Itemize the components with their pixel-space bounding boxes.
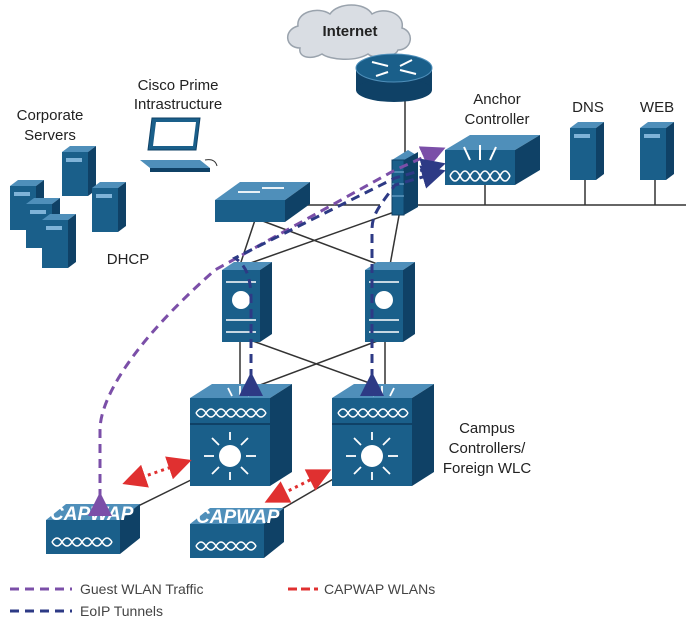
dns-label: DNS: [572, 99, 604, 116]
legend-eoip-label: EoIP Tunnels: [80, 603, 163, 619]
web-server: WEB: [640, 99, 674, 180]
server-icon: [42, 214, 76, 268]
legend-guest-label: Guest WLAN Traffic: [80, 581, 203, 597]
firewall-icon: [222, 262, 272, 342]
legend: Guest WLAN Traffic CAPWAP WLANs EoIP Tun…: [10, 581, 435, 619]
firewall-icon: [391, 150, 418, 216]
ap-label-left: CAPWAP: [50, 504, 134, 525]
corporate-label-line1: Corporate: [17, 107, 84, 124]
web-label: WEB: [640, 99, 674, 116]
legend-capwap-label: CAPWAP WLANs: [324, 581, 435, 597]
anchor-label-line2: Controller: [464, 111, 529, 128]
wlc-icon: [190, 384, 292, 486]
server-icon: [92, 182, 126, 232]
corporate-servers: Corporate Servers: [10, 107, 149, 268]
access-point-icon: CAPWAP: [46, 504, 140, 554]
server-icon: [640, 122, 674, 180]
internet-label: Internet: [322, 23, 377, 40]
capwap-lines: [122, 456, 332, 503]
ap-label-right: CAPWAP: [196, 507, 280, 528]
internet-cloud: Internet: [287, 4, 411, 60]
anchor-controller: Anchor Controller: [445, 91, 540, 185]
guest-tunnel-lines: [88, 146, 446, 516]
switch-icon: [215, 182, 310, 222]
cisco-prime-label-line2: Intrastructure: [134, 96, 222, 113]
corporate-label-line2: Servers: [24, 127, 76, 144]
wlc-icon: Campus Controllers/ Foreign WLC: [332, 384, 531, 486]
server-icon: [570, 122, 604, 180]
access-point-icon: CAPWAP: [190, 507, 284, 558]
campus-label-line2: Controllers/: [449, 440, 527, 457]
cloud-icon: [287, 4, 411, 60]
dns-server: DNS: [570, 99, 604, 180]
cisco-prime-label-line1: Cisco Prime: [138, 77, 219, 94]
router-icon: [355, 53, 433, 102]
anchor-label-line1: Anchor: [473, 91, 521, 108]
workstation-icon: [140, 117, 218, 172]
server-icon: [62, 146, 96, 196]
eoip-tunnel-lines: [232, 158, 446, 396]
campus-label-line1: Campus: [459, 420, 515, 437]
campus-label-line3: Foreign WLC: [443, 460, 532, 477]
dhcp-label: DHCP: [107, 251, 150, 268]
cisco-prime-workstation: Cisco Prime Intrastructure: [134, 77, 222, 172]
